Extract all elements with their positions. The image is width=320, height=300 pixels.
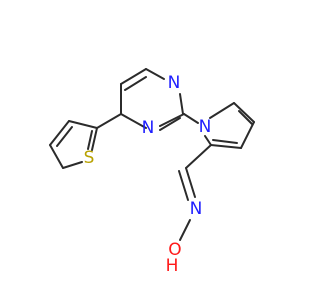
bond: [120, 113, 147, 129]
bond: [238, 110, 253, 125]
bond: [183, 113, 199, 124]
bond: [96, 113, 122, 129]
bonds: [49, 68, 255, 241]
bond: [56, 126, 73, 147]
atom-label-o-oxime: O: [168, 240, 181, 260]
molecule-diagram: N N N S N O H: [49, 68, 255, 276]
bond: [204, 135, 212, 146]
bond: [62, 161, 83, 169]
bond: [209, 102, 235, 119]
bond: [120, 68, 147, 85]
bond: [91, 127, 98, 151]
bond: [185, 167, 196, 198]
atom-label-n-pyrrole: N: [199, 117, 212, 137]
bond: [49, 144, 64, 169]
atom-label-n-oxime: N: [190, 199, 203, 219]
bond: [179, 93, 184, 115]
bond: [178, 170, 189, 201]
structure-canvas: N N N S N O H: [49, 68, 255, 276]
atom-label-n-mid: N: [142, 118, 155, 138]
bond: [87, 130, 93, 150]
bond: [185, 144, 212, 169]
bond: [159, 113, 185, 127]
atom-labels: N N N S N O H: [84, 73, 212, 276]
bond: [68, 120, 98, 129]
bond: [179, 219, 191, 241]
atom-label-h-oxime: H: [166, 256, 179, 276]
bond: [159, 117, 181, 131]
bond: [145, 68, 165, 80]
bond: [49, 120, 70, 146]
bond: [233, 102, 255, 123]
atom-label-s-thiophene: S: [84, 148, 95, 168]
bond: [212, 139, 238, 144]
bond: [124, 76, 147, 91]
atom-label-n-top: N: [168, 73, 181, 93]
bond: [240, 121, 255, 149]
bond: [210, 144, 242, 149]
